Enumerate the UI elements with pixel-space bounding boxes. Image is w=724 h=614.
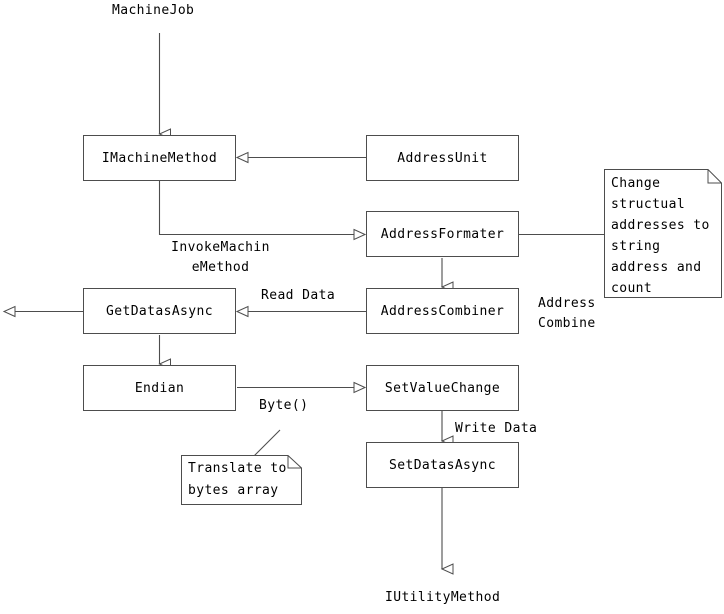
note-translate-bytes[interactable]: Translate to bytes array [181,455,302,505]
terminal-label-iutility-method: IUtilityMethod [385,590,501,605]
node-setdatasasync[interactable]: SetDatasAsync [366,442,519,488]
node-addressunit[interactable]: AddressUnit [366,135,519,181]
edge-label-invoke-machine-method: InvokeMachin eMethod [171,240,270,275]
node-label-setvaluechange: SetValueChange [384,380,501,396]
node-addressformater[interactable]: AddressFormater [366,211,519,257]
edge-label-read-data: Read Data [261,288,336,303]
node-label-addresscombiner: AddressCombiner [380,303,505,319]
node-label-addressformater: AddressFormater [380,226,505,242]
node-label-setdatasasync: SetDatasAsync [389,457,496,473]
terminal-label-machine-job: MachineJob [112,3,195,18]
node-setvaluechange[interactable]: SetValueChange [366,365,519,411]
node-label-getdatasasync: GetDatasAsync [106,303,213,319]
note-translate-bytes-text: Translate to bytes array [188,461,287,498]
leader-line-translate-note [252,429,281,458]
node-label-endian: Endian [134,380,185,396]
note-address-format[interactable]: Change structual addresses to string add… [604,169,722,298]
note-address-format-text: Change structual addresses to string add… [611,176,710,296]
node-label-imachinemethod: IMachineMethod [101,150,218,166]
node-endian[interactable]: Endian [83,365,236,411]
node-getdatasasync[interactable]: GetDatasAsync [83,288,236,334]
edge-label-byte-array: Byte() [259,398,309,413]
edge-label-write-data: Write Data [455,421,538,436]
node-imachinemethod[interactable]: IMachineMethod [83,135,236,181]
note-address-format-shape [604,169,722,298]
note-translate-bytes-shape [181,455,302,505]
node-addresscombiner[interactable]: AddressCombiner [366,288,519,334]
edge-label-address-combine: Address Combine [538,296,596,331]
node-label-addressunit: AddressUnit [397,150,488,166]
edge-imachinemethod-to-addressformater [158,181,367,241]
